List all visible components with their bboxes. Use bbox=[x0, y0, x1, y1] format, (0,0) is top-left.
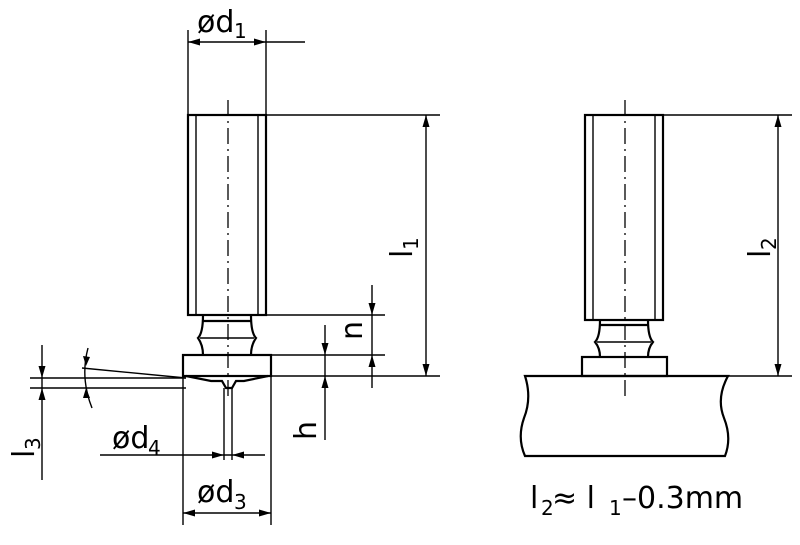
angle-arrow-bottom bbox=[83, 388, 90, 398]
l1-arrow-bottom bbox=[422, 364, 430, 376]
formula-sub1: 1 bbox=[609, 496, 622, 520]
d1-subscript: 1 bbox=[234, 19, 247, 43]
h-arrow-top bbox=[321, 343, 329, 355]
d4-subscript: 4 bbox=[148, 436, 161, 460]
angle-arrow-top bbox=[83, 356, 90, 366]
l3-label-group: l 3 bbox=[7, 437, 45, 458]
l3-subscript: 3 bbox=[21, 437, 45, 450]
h-label: h bbox=[289, 421, 324, 440]
n-arrow-top bbox=[368, 303, 376, 315]
formula-approx: ≈ l bbox=[552, 481, 595, 516]
left-shaft bbox=[186, 113, 268, 317]
l3-arrow-top bbox=[38, 366, 46, 378]
d1-arrow-right bbox=[254, 38, 266, 46]
n-label: n bbox=[335, 321, 370, 340]
l1-label: l bbox=[385, 250, 420, 258]
formula: l 2 ≈ l 1 –0.3mm bbox=[530, 481, 743, 520]
l2-label-group: l 2 bbox=[743, 237, 781, 258]
l2-label: l bbox=[743, 250, 778, 258]
d4-label: ød bbox=[112, 421, 149, 456]
l1-arrow-top bbox=[422, 115, 430, 127]
d1-arrow-left bbox=[188, 38, 200, 46]
d3-arrow-right bbox=[259, 509, 271, 517]
right-view: l 2 l 2 ≈ l 1 –0.3mm bbox=[519, 100, 792, 520]
formula-rest: –0.3mm bbox=[622, 481, 743, 516]
n-arrow-bottom bbox=[368, 355, 376, 367]
left-view: ød 1 l 1 n h l 3 bbox=[7, 5, 440, 525]
l2-arrow-bottom bbox=[774, 364, 782, 376]
workpiece bbox=[519, 374, 730, 458]
l3-label: l bbox=[7, 450, 42, 458]
d3-subscript: 3 bbox=[234, 490, 247, 514]
left-tip bbox=[185, 374, 269, 390]
formula-sub2: 2 bbox=[541, 496, 554, 520]
d1-label: ød bbox=[197, 5, 234, 40]
l1-subscript: 1 bbox=[399, 237, 423, 250]
l2-arrow-top bbox=[774, 115, 782, 127]
l2-subscript: 2 bbox=[757, 237, 781, 250]
right-neck-outline bbox=[593, 319, 655, 358]
h-label-group: h bbox=[289, 421, 324, 440]
d4-arrow-right bbox=[232, 451, 244, 459]
left-flange bbox=[181, 353, 273, 378]
left-neck-outline bbox=[196, 314, 258, 356]
d3-arrow-left bbox=[183, 509, 195, 517]
h-arrow-bottom bbox=[321, 376, 329, 388]
l1-label-group: l 1 bbox=[385, 237, 423, 258]
d4-arrow-left bbox=[212, 451, 224, 459]
angle-arc bbox=[84, 347, 93, 409]
l3-arrow-bottom bbox=[38, 388, 46, 400]
right-shaft bbox=[583, 113, 665, 322]
left-cone-line bbox=[81, 367, 187, 379]
n-label-group: n bbox=[335, 321, 370, 340]
d3-label: ød bbox=[197, 475, 234, 510]
formula-l2: l bbox=[530, 481, 538, 516]
